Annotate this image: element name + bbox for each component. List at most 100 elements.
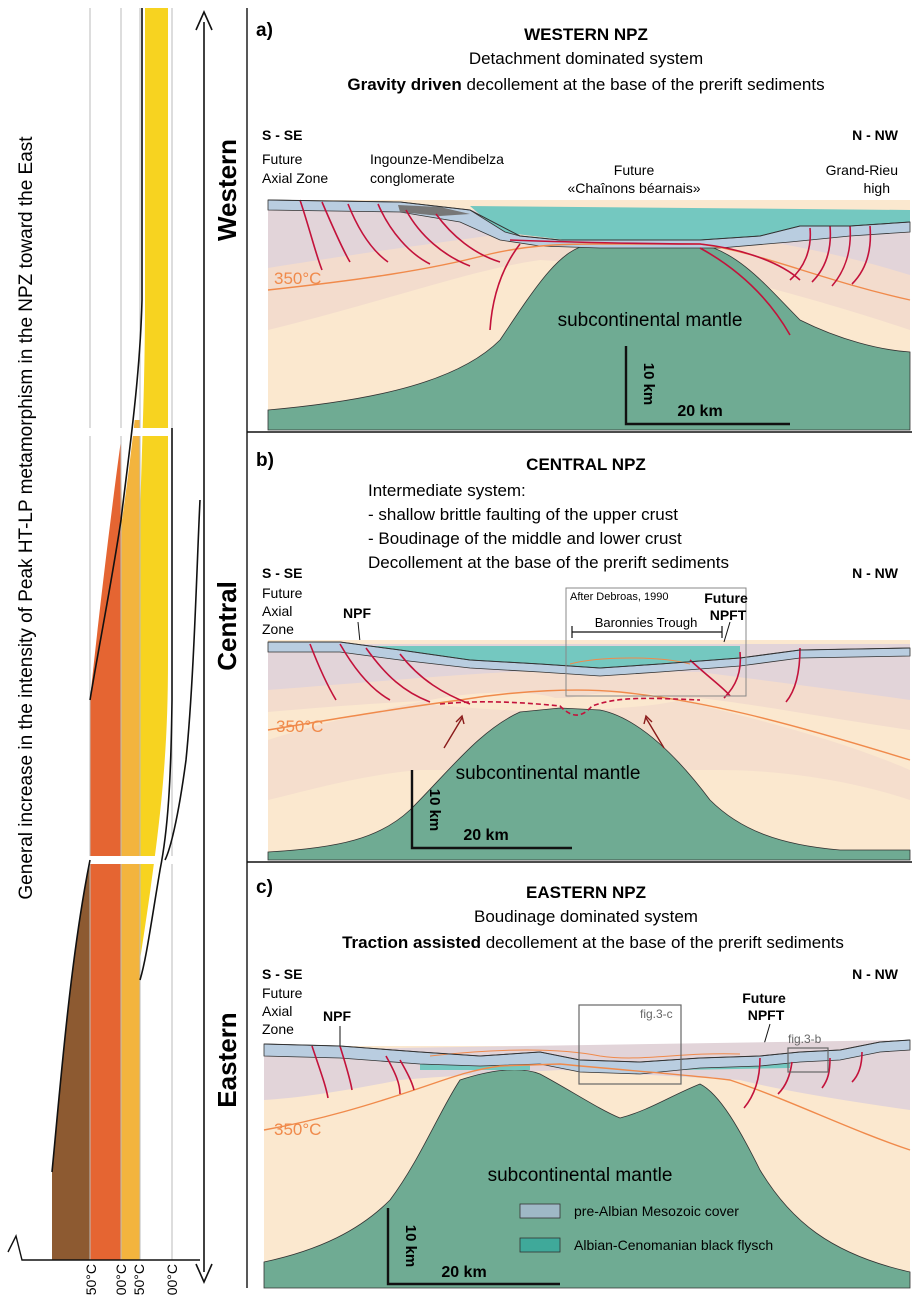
panel-c-axial-2: Axial <box>262 1003 292 1019</box>
legend-label-cover: pre-Albian Mesozoic cover <box>574 1203 739 1219</box>
legend-label-flysch: Albian-Cenomanian black flysch <box>574 1237 773 1253</box>
panel-c-legend: pre-Albian Mesozoic cover Albian-Cenoman… <box>519 1203 773 1253</box>
panel-c-npf: NPF <box>323 1008 351 1024</box>
panel-b-surface <box>268 641 911 669</box>
panel-c-isotherm <box>263 1063 911 1151</box>
panel-c-left-dir: S - SE <box>262 966 302 982</box>
panel-c-line2-bold: Traction assisted <box>342 933 481 952</box>
panel-a-title: WESTERN NPZ <box>524 25 648 44</box>
panel-b-line1: Intermediate system: <box>368 481 526 500</box>
panel-a-grandrieu-2: high <box>864 180 890 196</box>
temp-label-400: 400°C <box>113 1264 129 1295</box>
panel-b-line3: - Boudinage of the middle and lower crus… <box>368 529 682 548</box>
panel-b-scale-h: 20 km <box>463 827 508 844</box>
legend-swatch-cover <box>519 1203 561 1219</box>
panel-c-npft-2: NPFT <box>748 1007 785 1023</box>
panel-b-axial-3: Zone <box>262 621 294 637</box>
panel-a: a) WESTERN NPZ Detachment dominated syst… <box>256 20 911 431</box>
panel-b-mantle-label: subcontinental mantle <box>456 763 641 784</box>
panel-b-isotherm-label: 350°C <box>276 717 323 736</box>
panel-a-chainons-1: Future <box>614 162 655 178</box>
panel-c-faults <box>311 1045 863 1109</box>
panel-a-line1: Detachment dominated system <box>469 49 703 68</box>
panel-b-axial-2: Axial <box>262 603 292 619</box>
panel-c-isotherm-top <box>429 1049 741 1059</box>
left-temperature-column: 550°C 400°C 450°C 300°C General increase… <box>7 8 242 1295</box>
panel-c-npft-1: Future <box>742 990 786 1006</box>
panel-a-isotherm <box>267 243 911 301</box>
panel-a-line2-rest: decollement at the base of the prerift s… <box>462 75 825 94</box>
panel-b-arrows <box>443 714 665 749</box>
panel-a-scale-bar <box>624 346 790 426</box>
panel-c-fig3b-label: fig.3-b <box>788 1032 822 1046</box>
panel-c-line2: Traction assisted decollement at the bas… <box>342 933 844 952</box>
panel-b-title: CENTRAL NPZ <box>526 455 646 474</box>
panel-c-mantle <box>263 1069 911 1289</box>
panel-b-line2: - shallow brittle faulting of the upper … <box>368 505 678 524</box>
panel-b-decollement <box>439 697 701 716</box>
panel-b-scale-bar <box>410 770 572 850</box>
panel-a-mantle-label: subcontinental mantle <box>558 310 743 331</box>
panel-b-npft-pointer <box>723 621 731 643</box>
break-lower <box>80 856 180 864</box>
panel-b-right-dir: N - NW <box>852 565 899 581</box>
panel-c-scale-h: 20 km <box>441 1264 486 1281</box>
panel-b-letter: b) <box>256 450 274 471</box>
region-label-western: Western <box>212 139 242 241</box>
panel-a-conglomerate <box>398 205 470 216</box>
panel-a-conglo-1: Ingounze-Mendibelza <box>370 151 504 167</box>
panel-c-isotherm-label: 350°C <box>274 1120 321 1139</box>
temp-label-450: 450°C <box>131 1264 147 1295</box>
band-brown-mask <box>50 860 90 1172</box>
region-label-eastern: Eastern <box>212 1012 242 1107</box>
panel-c-axial-1: Future <box>262 985 303 1001</box>
panel-c-fig3c-label: fig.3-c <box>640 1007 673 1021</box>
panel-c-scale-bar <box>386 1208 560 1286</box>
panel-a-axial-2: Axial Zone <box>262 170 328 186</box>
panel-b-isotherm-trough <box>569 657 691 665</box>
panel-c-right-dir: N - NW <box>852 966 899 982</box>
panel-c-line1: Boudinage dominated system <box>474 907 698 926</box>
panel-a-faults <box>299 199 872 336</box>
panel-a-axial-1: Future <box>262 151 303 167</box>
panel-b-npft-2: NPFT <box>710 607 747 623</box>
temp-label-300: 300°C <box>164 1264 180 1295</box>
panel-a-grandrieu-1: Grand-Rieu <box>826 162 898 178</box>
envelope-curve <box>51 8 201 1173</box>
panel-b-npf: NPF <box>343 605 371 621</box>
panel-b-debroas-box <box>565 587 747 697</box>
panel-c-mantle-label: subcontinental mantle <box>488 1165 673 1186</box>
panel-b-flysch <box>320 646 740 670</box>
panel-a-scale-h: 20 km <box>677 403 722 420</box>
panel-a-surface <box>267 199 911 241</box>
temp-label-550: 550°C <box>83 1264 99 1295</box>
panel-b-cross-section <box>267 640 911 861</box>
panel-a-left-dir: S - SE <box>262 127 302 143</box>
panel-a-chainons-2: «Chaînons béarnais» <box>567 180 700 196</box>
panel-b-boudin <box>430 692 680 712</box>
panel-c-surface <box>263 1039 911 1063</box>
panel-b-baronnies-bar <box>571 626 723 638</box>
panel-c-scale-v: 10 km <box>402 1225 419 1268</box>
panel-b-mantle <box>267 707 911 861</box>
legend-swatch-flysch <box>519 1237 561 1253</box>
panel-c: c) EASTERN NPZ Boudinage dominated syste… <box>256 877 911 1289</box>
panel-a-right-dir: N - NW <box>852 127 899 143</box>
region-arrow-up-icon <box>195 10 213 31</box>
panel-b-scale-v: 10 km <box>426 789 443 832</box>
panel-b-after: After Debroas, 1990 <box>570 591 668 603</box>
metamorphism-axis-label: General increase in the intensity of Pea… <box>16 136 37 900</box>
panel-c-axial-3: Zone <box>262 1021 294 1037</box>
panel-a-conglo-2: conglomerate <box>370 170 455 186</box>
panel-a-scale-v: 10 km <box>640 363 657 406</box>
band-top-mask <box>85 8 145 700</box>
break-upper <box>80 428 180 436</box>
panel-b-faults <box>309 643 801 705</box>
panel-c-letter: c) <box>256 877 273 898</box>
panel-c-line2-rest: decollement at the base of the prerift s… <box>481 933 844 952</box>
panel-a-letter: a) <box>256 20 273 41</box>
panel-a-isotherm-label: 350°C <box>274 269 321 288</box>
band-brown <box>52 860 90 1260</box>
panel-a-line2-bold: Gravity driven <box>347 75 461 94</box>
